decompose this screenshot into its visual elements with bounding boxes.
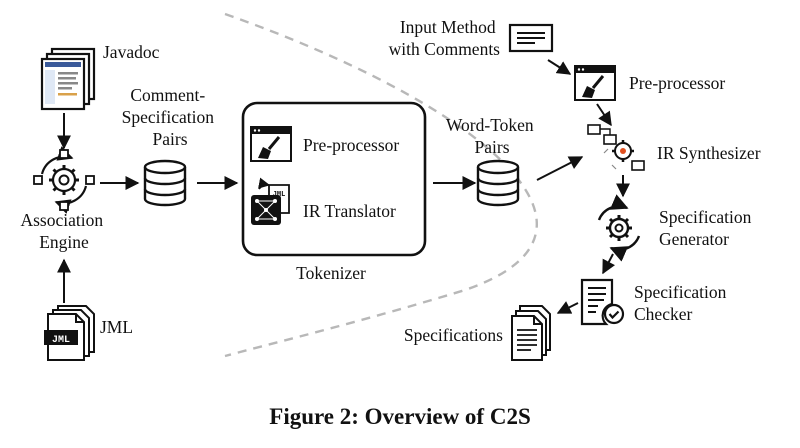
comment-spec-pairs-database-icon xyxy=(143,159,187,207)
jml-label: JML xyxy=(100,317,133,337)
arrow-preprocessor-to-synthesizer xyxy=(596,103,612,127)
association-engine-label: Association Engine xyxy=(20,210,107,252)
arrow-input-to-preprocessor xyxy=(547,59,572,75)
word-token-pairs-label: Word-Token Pairs xyxy=(446,115,538,157)
word-token-pairs-database-icon xyxy=(476,159,520,207)
svg-text:JML: JML xyxy=(273,191,286,199)
tokenizer-box xyxy=(241,101,427,257)
arrow-checker-to-specifications xyxy=(556,301,579,314)
dashed-boundary-curve xyxy=(224,12,538,358)
arrow-generator-to-checker xyxy=(602,253,616,275)
comment-spec-pairs-label: Comment- Specification Pairs xyxy=(122,85,219,149)
spec-generator-label: Specification Generator xyxy=(659,207,756,249)
jml-icon-text: JML xyxy=(52,335,70,346)
tokenizer-label: Tokenizer xyxy=(296,263,366,283)
tokenizer-preprocessor-label: Pre-processor xyxy=(303,135,399,155)
generator-gear-cycle-icon xyxy=(597,194,641,262)
specifications-documents-icon xyxy=(511,305,551,361)
javadoc-documents-icon xyxy=(40,47,96,111)
figure-caption: Figure 2: Overview of C2S xyxy=(269,404,530,429)
specifications-label: Specifications xyxy=(404,325,503,345)
input-method-label: Input Method with Comments xyxy=(389,17,501,59)
checklist-icon xyxy=(580,278,625,326)
translator-graph-icon: JML xyxy=(251,177,290,225)
ir-translator-label: IR Translator xyxy=(303,201,396,221)
broom-window-icon xyxy=(250,126,292,162)
gear-cycle-icon xyxy=(33,146,95,214)
spec-checker-label: Specification Checker xyxy=(634,282,731,324)
broom-window-icon-2 xyxy=(574,65,616,101)
flowchart-gear-icon xyxy=(587,124,645,171)
document-icon xyxy=(508,23,554,53)
ir-synthesizer-label: IR Synthesizer xyxy=(657,143,761,163)
jml-file-icon: JML xyxy=(44,305,95,361)
javadoc-label: Javadoc xyxy=(103,42,160,62)
arrow-db2-to-synthesizer xyxy=(536,156,584,181)
preprocessor2-label: Pre-processor xyxy=(629,73,725,93)
